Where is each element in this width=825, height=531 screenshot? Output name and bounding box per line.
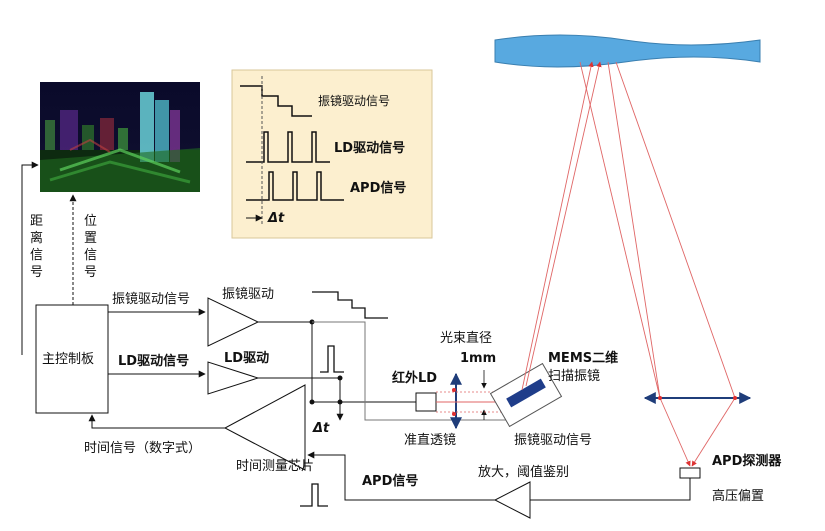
galvo-drive-signal-label: 振镜驱动信号 bbox=[112, 292, 190, 307]
apd-detector-label: APD探测器 bbox=[712, 453, 782, 469]
galvo-drive-label: 振镜驱动 bbox=[222, 287, 274, 302]
amplifier-threshold bbox=[493, 481, 531, 519]
svg-text:信: 信 bbox=[30, 248, 43, 263]
ld-output-waveform bbox=[320, 345, 344, 373]
ld-drive-signal-label: LD驱动信号 bbox=[118, 353, 189, 369]
svg-text:号: 号 bbox=[30, 265, 43, 280]
main-board-label: 主控制板 bbox=[42, 352, 94, 367]
inset-galvo-label: 振镜驱动信号 bbox=[318, 93, 390, 108]
svg-text:号: 号 bbox=[84, 265, 97, 280]
inset-apd-label: APD信号 bbox=[350, 180, 406, 196]
ld-drive-label: LD驱动 bbox=[224, 351, 269, 366]
distance-signal-label: 距 离 信 号 bbox=[30, 214, 43, 280]
time-signal-label: 时间信号（数字式） bbox=[84, 441, 201, 456]
distance-signal-arrow bbox=[21, 161, 39, 355]
svg-text:信: 信 bbox=[84, 248, 97, 263]
ir-ld-label: 红外LD bbox=[392, 370, 437, 386]
high-voltage-label: 高压偏置 bbox=[712, 488, 764, 504]
svg-text:距: 距 bbox=[30, 214, 43, 229]
svg-text:离: 离 bbox=[30, 230, 43, 246]
point-cloud-image bbox=[40, 82, 200, 192]
timing-inset: 振镜驱动信号 LD驱动信号 APD信号 Δt bbox=[231, 69, 433, 239]
beam-diameter-label: 光束直径 bbox=[440, 331, 492, 346]
apd-pulse-waveform bbox=[300, 483, 328, 507]
collimating-lens-label: 准直透镜 bbox=[404, 433, 456, 448]
inset-ld-label: LD驱动信号 bbox=[334, 140, 405, 156]
apd-signal-label: APD信号 bbox=[362, 473, 418, 489]
position-signal-label: 位 置 信 号 bbox=[84, 214, 97, 280]
galvo-to-mems-line bbox=[312, 321, 512, 421]
inset-ld-waveform bbox=[246, 131, 330, 163]
mems-mirror bbox=[489, 362, 563, 428]
galvo-output-waveform bbox=[312, 291, 388, 319]
time-measure-chip-label: 时间测量芯片 bbox=[236, 459, 314, 474]
delta-t-label: Δt bbox=[312, 421, 330, 436]
svg-text:位: 位 bbox=[84, 214, 97, 229]
ld-drive-amplifier bbox=[207, 361, 260, 395]
inset-delta-t: Δt bbox=[267, 211, 285, 226]
svg-text:置: 置 bbox=[84, 231, 97, 246]
time-measure-chip bbox=[223, 384, 306, 471]
inset-apd-waveform bbox=[246, 171, 344, 201]
mems-label-1: MEMS二维 bbox=[548, 350, 618, 366]
galvo-drive-signal-right-label: 振镜驱动信号 bbox=[514, 433, 592, 448]
apd-signal-line bbox=[307, 451, 495, 501]
target-surface bbox=[494, 34, 761, 68]
apd-detector bbox=[679, 467, 701, 479]
beam-diameter-value: 1mm bbox=[460, 351, 496, 366]
galvo-drive-amplifier bbox=[207, 297, 260, 347]
ir-ld bbox=[415, 392, 437, 412]
amplify-threshold-label: 放大，阈值鉴别 bbox=[478, 464, 569, 480]
laser-beams bbox=[521, 61, 736, 467]
main-control-board bbox=[35, 304, 109, 414]
mems-label-2: 扫描振镜 bbox=[548, 369, 600, 384]
time-signal-line bbox=[88, 414, 225, 429]
